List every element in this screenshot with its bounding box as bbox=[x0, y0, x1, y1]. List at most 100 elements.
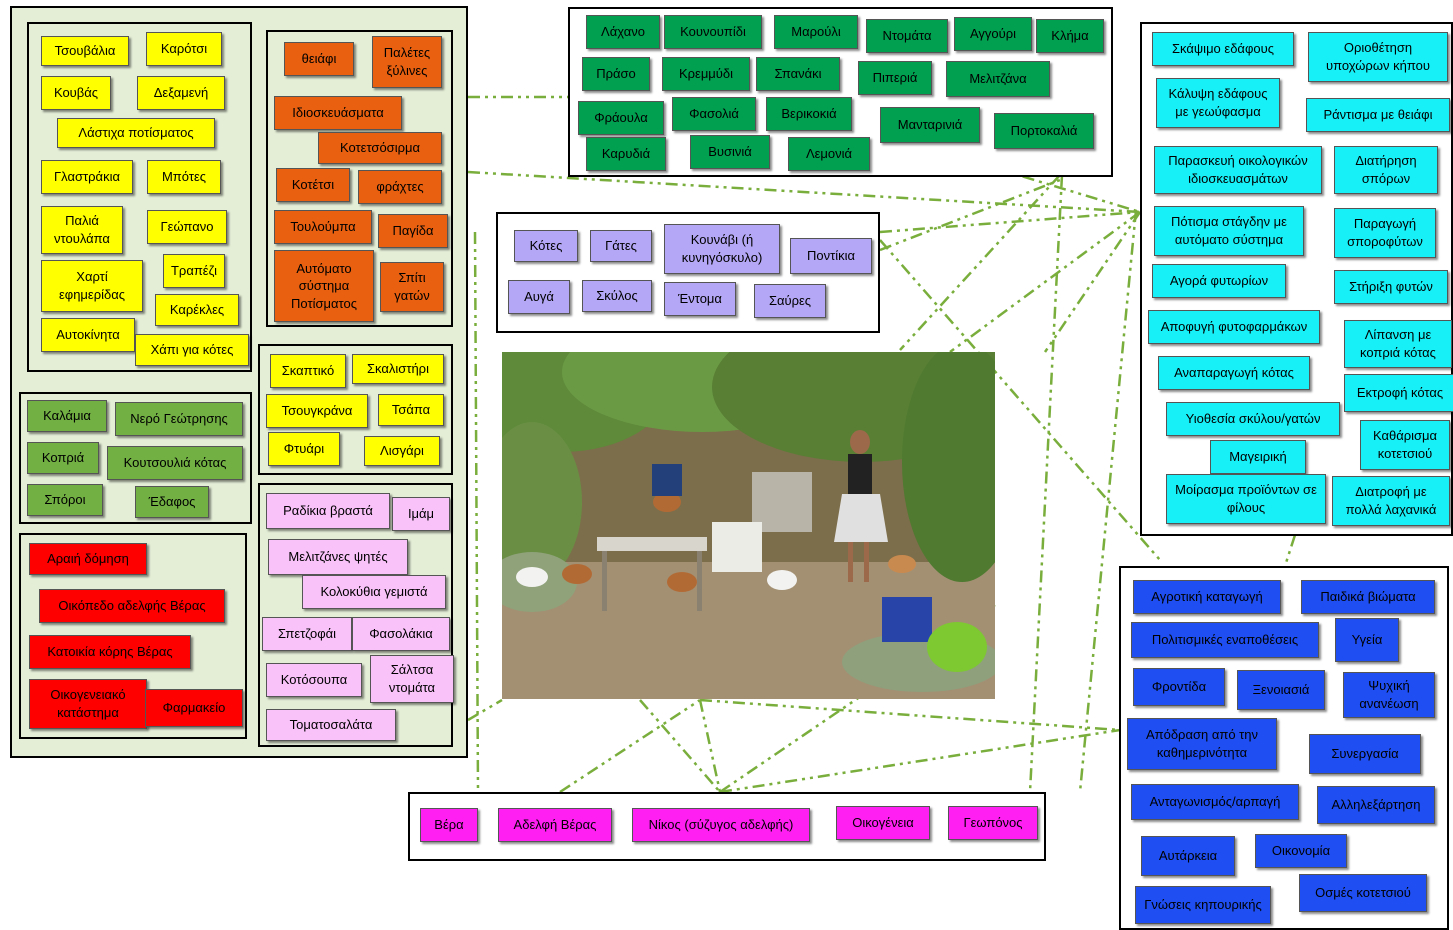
place-item: Οικόπεδο αδελφής Βέρας bbox=[39, 589, 225, 623]
practice-item: Λίπανση με κοπριά κότας bbox=[1344, 320, 1452, 368]
practice-item: Μοίρασμα προϊόντων σε φίλους bbox=[1166, 474, 1326, 524]
material-item: φράχτες bbox=[358, 170, 442, 204]
table bbox=[597, 537, 707, 551]
animal-item: Σαύρες bbox=[754, 284, 826, 318]
chair bbox=[712, 522, 762, 572]
person-item: Οικογένεια bbox=[836, 806, 930, 840]
animal-item: Κουνάβι (ή κυνηγόσκυλο) bbox=[664, 224, 780, 274]
plant-item: Μελιτζάνα bbox=[946, 61, 1050, 97]
plant-item: Λάχανο bbox=[586, 15, 660, 49]
connector bbox=[879, 210, 1141, 234]
objects-group: Τσουβάλια Καρότσι Κουβάς Δεξαμενή Λάστιχ… bbox=[27, 22, 252, 372]
animals-group: Κότες Γάτες Κουνάβι (ή κυνηγόσκυλο) Ποντ… bbox=[496, 212, 880, 333]
place-item: Αραιή δόμηση bbox=[29, 543, 147, 575]
plants-group: Λάχανο Κουνουπίδι Μαρούλι Ντομάτα Αγγούρ… bbox=[568, 7, 1113, 177]
dish-item: Ραδίκια βραστά bbox=[266, 493, 390, 529]
materials-group: θειάφι Παλέτες ξύλινες Ιδιοσκευάσματα Κο… bbox=[266, 30, 453, 327]
dish-item: Μελιτζάνες ψητές bbox=[268, 539, 408, 575]
dish-item: Κοτόσουπα bbox=[266, 663, 362, 697]
practice-item: Παρασκευή οικολογικών ιδιοσκευασμάτων bbox=[1154, 146, 1322, 194]
object-item: Καρότσι bbox=[146, 32, 222, 66]
place-item: Οικογενειακό κατάστημα bbox=[29, 679, 147, 729]
object-item: Χάπι για κότες bbox=[135, 334, 249, 366]
hen bbox=[653, 492, 681, 512]
tool-item: Φτυάρι bbox=[268, 432, 340, 466]
connector bbox=[467, 698, 503, 722]
object-item: Δεξαμενή bbox=[137, 76, 225, 110]
practices-group: Σκάψιμο εδάφους Οριοθέτηση υποχώρων κήπο… bbox=[1140, 22, 1453, 536]
animal-item: Κότες bbox=[514, 230, 578, 262]
hen bbox=[516, 567, 548, 587]
object-item: Καρέκλες bbox=[155, 294, 239, 326]
plant-item: Πορτοκαλιά bbox=[994, 113, 1094, 149]
object-item: Αυτοκίνητα bbox=[41, 318, 135, 352]
object-item: Λάστιχα ποτίσματος bbox=[57, 118, 215, 148]
object-item: Γεώπανο bbox=[147, 210, 227, 244]
material-item: Σπίτι γατών bbox=[380, 262, 444, 312]
foliage bbox=[902, 352, 995, 582]
tool-item: Τσουγκράνα bbox=[266, 394, 368, 428]
meaning-item: Συνεργασία bbox=[1309, 734, 1421, 774]
plant-item: Καρυδιά bbox=[586, 137, 666, 171]
resource-item: Κοπριά bbox=[27, 442, 99, 474]
dishes-group: Ραδίκια βραστά Ιμάμ Μελιτζάνες ψητές Κολ… bbox=[258, 483, 454, 747]
table-leg bbox=[697, 551, 702, 611]
material-item: Κοτέτσι bbox=[276, 168, 350, 202]
person-item: Νίκος (σύζυγος αδελφής) bbox=[632, 808, 810, 842]
meaning-item: Οσμές κοτετσιού bbox=[1299, 874, 1427, 912]
tool-item: Σκαπτικό bbox=[270, 354, 346, 388]
practice-item: Παραγωγή σποροφύτων bbox=[1334, 208, 1436, 258]
place-item: Κατοικία κόρης Βέρας bbox=[29, 635, 191, 669]
practice-item: Εκτροφή κότας bbox=[1344, 374, 1453, 412]
plant-item: Ντομάτα bbox=[866, 19, 948, 53]
table-leg bbox=[602, 551, 607, 611]
meaning-item: Παιδικά βιώματα bbox=[1301, 580, 1435, 614]
dish-item: Σάλτσα ντομάτα bbox=[370, 655, 454, 703]
dish-item: Τοματοσαλάτα bbox=[266, 709, 396, 741]
animal-item: Ποντίκια bbox=[790, 238, 872, 274]
practice-item: Υιοθεσία σκύλου/γατών bbox=[1166, 402, 1340, 436]
resource-item: Κουτσουλιά κότας bbox=[107, 446, 243, 480]
plant-item: Πιπεριά bbox=[858, 61, 932, 95]
hen bbox=[562, 564, 592, 584]
meaning-item: Απόδραση από την καθημερινότητα bbox=[1127, 718, 1277, 770]
dish-item: Ιμάμ bbox=[392, 497, 450, 531]
plant-item: Φασολιά bbox=[672, 97, 756, 131]
plant-item: Βυσινιά bbox=[690, 135, 770, 169]
person-item: Βέρα bbox=[420, 808, 478, 842]
plant-item: Λεμονιά bbox=[788, 137, 870, 171]
meaning-item: Αγροτική καταγωγή bbox=[1133, 580, 1281, 614]
animal-item: Αυγά bbox=[508, 280, 570, 314]
person-item: Αδελφή Βέρας bbox=[498, 808, 612, 842]
plant-item: Φράουλα bbox=[578, 101, 664, 135]
dish-item: Φασολάκια bbox=[352, 617, 450, 651]
resource-item: Νερό Γεώτρησης bbox=[115, 402, 243, 436]
practice-item: Μαγειρική bbox=[1210, 440, 1306, 474]
tools-group: Σκαπτικό Σκαλιστήρι Τσουγκράνα Τσάπα Φτυ… bbox=[258, 344, 453, 475]
practice-item: Κάλυψη εδάφους με γεωύφασμα bbox=[1156, 78, 1280, 128]
plant-item: Μανταρινιά bbox=[880, 107, 980, 143]
person-item: Γεωπόνος bbox=[948, 806, 1038, 840]
object-item: Κουβάς bbox=[41, 76, 111, 110]
person-skirt bbox=[834, 494, 888, 542]
material-item: Ιδιοσκευάσματα bbox=[274, 96, 402, 130]
material-item: Παλέτες ξύλινες bbox=[372, 36, 442, 88]
resource-item: Καλάμια bbox=[27, 400, 107, 432]
garden-photo bbox=[502, 352, 995, 699]
animal-item: Γάτες bbox=[590, 230, 652, 262]
crate bbox=[882, 597, 932, 642]
material-item: Κοτετσόσιρμα bbox=[318, 132, 442, 164]
connector bbox=[949, 210, 1141, 354]
plant-item: Κλήμα bbox=[1036, 19, 1104, 53]
animal-item: Έντομα bbox=[664, 282, 736, 316]
person-top bbox=[848, 454, 872, 494]
meaning-item: Ανταγωνισμός/αρπαγή bbox=[1131, 784, 1299, 820]
practice-item: Σκάψιμο εδάφους bbox=[1152, 32, 1294, 66]
hen bbox=[888, 555, 916, 573]
connector bbox=[899, 174, 1061, 351]
people-group: Βέρα Αδελφή Βέρας Νίκος (σύζυγος αδελφής… bbox=[408, 792, 1046, 861]
plant-item: Σπανάκι bbox=[756, 57, 840, 91]
material-item: Τουλούμπα bbox=[274, 210, 372, 244]
tool-item: Τσάπα bbox=[378, 394, 444, 426]
practice-item: Διατήρηση σπόρων bbox=[1334, 146, 1438, 194]
